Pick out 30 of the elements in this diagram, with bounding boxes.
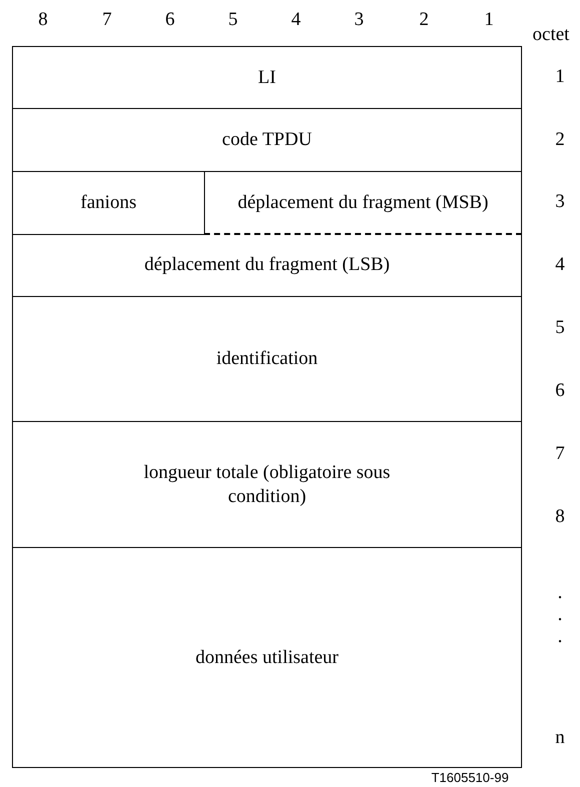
octet-number: 5 — [555, 317, 565, 339]
bit-number: 4 — [291, 9, 301, 31]
packet-field: LI — [12, 46, 522, 109]
figure-id: T1605510-99 — [431, 769, 509, 787]
bit-number: 6 — [165, 9, 175, 31]
bit-number: 5 — [228, 9, 238, 31]
bit-number: 8 — [38, 9, 48, 31]
octet-number: 7 — [555, 443, 565, 465]
packet-field: déplacement du fragment (MSB) — [204, 171, 522, 235]
ellipsis-dot: . — [558, 604, 562, 626]
packet-field: fanions — [12, 171, 205, 235]
bit-number: 2 — [419, 9, 429, 31]
octet-number: 4 — [555, 254, 565, 276]
octet-number: 1 — [555, 66, 565, 88]
packet-field: déplacement du fragment (LSB) — [12, 234, 522, 297]
bit-number: 3 — [354, 9, 364, 31]
ellipsis-dot: . — [558, 582, 562, 604]
packet-field: code TPDU — [12, 108, 522, 172]
bit-number: 7 — [102, 9, 112, 31]
packet-field: identification — [12, 296, 522, 422]
ellipsis-dot: . — [558, 626, 562, 648]
octet-number: 3 — [555, 191, 565, 213]
octet-number: 8 — [555, 506, 565, 528]
bit-number: 1 — [484, 9, 494, 31]
octet-number: n — [555, 727, 565, 749]
packet-field: données utilisateur — [12, 547, 522, 768]
octet-number: 6 — [555, 380, 565, 402]
octet-number: 2 — [555, 129, 565, 151]
octet-heading: octet — [532, 24, 570, 46]
packet-field: longueur totale (obligatoire sous condition) — [12, 421, 522, 548]
